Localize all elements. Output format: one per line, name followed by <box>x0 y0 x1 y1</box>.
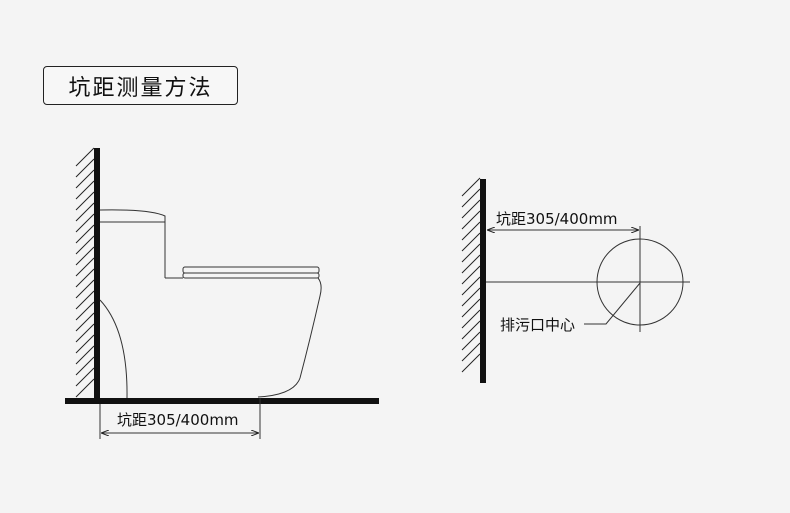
wall-hatch-line <box>461 287 481 307</box>
wall-hatch-line <box>75 147 95 167</box>
wall-hatch-line <box>75 279 95 299</box>
wall-hatch-line <box>75 224 95 244</box>
wall-hatch-line <box>461 210 481 230</box>
wall-hatch-line <box>75 378 95 398</box>
wall-hatch-line <box>75 180 95 200</box>
left-dimension-label: 坑距305/400mm <box>117 411 239 429</box>
wall-hatch-line <box>75 334 95 354</box>
wall-hatch-line <box>461 221 481 241</box>
wall-hatch-line <box>75 169 95 189</box>
wall-hatch-line <box>75 301 95 321</box>
wall-hatch-line <box>75 268 95 288</box>
wall-hatch-line <box>75 290 95 310</box>
wall-hatch-line <box>75 257 95 277</box>
wall-hatch-line <box>461 309 481 329</box>
wall-hatch-line <box>75 213 95 233</box>
wall-hatch-line <box>461 265 481 285</box>
wall-hatch-line <box>461 298 481 318</box>
wall-hatch-line <box>75 246 95 266</box>
wall-hatch-line <box>75 356 95 376</box>
wall-hatch-line <box>75 202 95 222</box>
toilet-outline <box>99 209 322 399</box>
wall-hatch-line <box>461 188 481 208</box>
left-floor <box>65 398 379 404</box>
wall-hatch-line <box>461 342 481 362</box>
left-dimension: 坑距305/400mm <box>99 398 261 439</box>
wall-hatch-line <box>461 320 481 340</box>
wall-hatch-line <box>75 191 95 211</box>
wall-hatch-line <box>461 199 481 219</box>
drain-center-label: 排污口中心 <box>500 316 575 334</box>
wall-hatch-line <box>461 331 481 351</box>
left-wall <box>75 147 100 401</box>
drain-center-symbol <box>486 232 690 332</box>
page-title: 坑距测量方法 <box>43 66 238 105</box>
right-dimension: 坑距305/400mm <box>488 210 641 238</box>
wall-hatch-line <box>461 254 481 274</box>
wall-hatch-line <box>461 353 481 373</box>
drain-center-callout: 排污口中心 <box>500 282 641 334</box>
wall-hatch-line <box>461 276 481 296</box>
wall-hatch-line <box>461 243 481 263</box>
wall-hatch-line <box>75 345 95 365</box>
wall-hatch-line <box>461 232 481 252</box>
wall-hatch-line <box>75 235 95 255</box>
wall-hatch-line <box>75 323 95 343</box>
right-dimension-label: 坑距305/400mm <box>496 210 618 228</box>
wall-hatch-line <box>75 312 95 332</box>
wall-hatch-line <box>75 367 95 387</box>
wall-hatch-line <box>461 177 481 197</box>
wall-hatch-line <box>75 158 95 178</box>
right-wall <box>461 177 486 383</box>
